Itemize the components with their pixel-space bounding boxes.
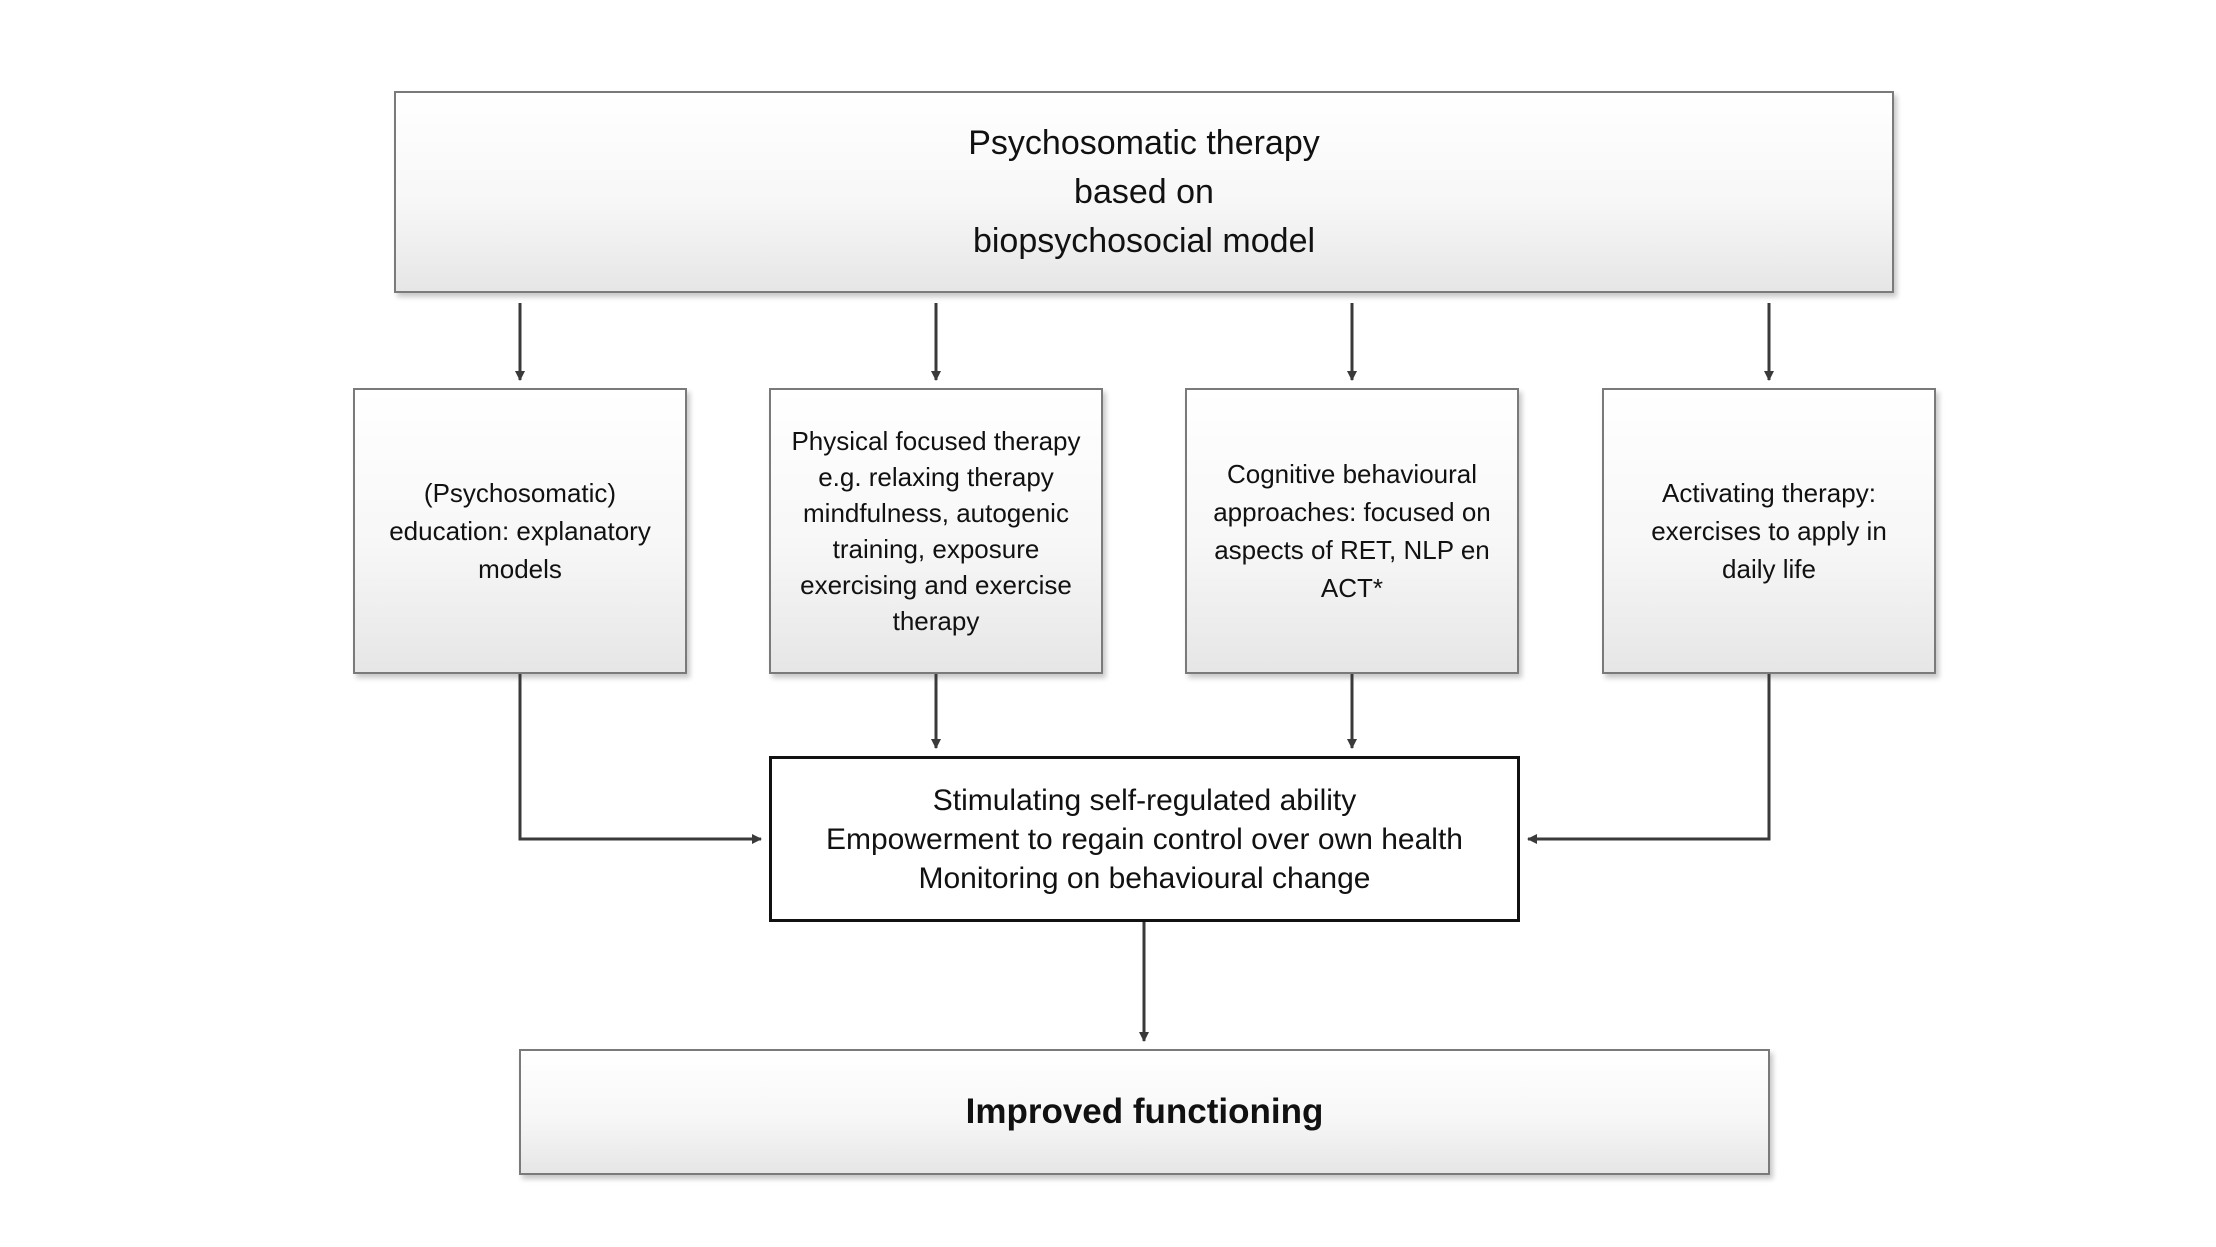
psychosomatic-therapy-text: Psychosomatic therapy based on biopsycho… xyxy=(968,123,1320,260)
physical-therapy-box: Physical focused therapy e.g. relaxing t… xyxy=(769,388,1103,674)
arrow-activating-to-middle xyxy=(1527,674,1771,844)
self-regulation-box: Stimulating self-regulated ability Empow… xyxy=(769,756,1520,922)
self-regulation-text: Stimulating self-regulated ability Empow… xyxy=(825,783,1463,895)
activating-therapy-box: Activating therapy: exercises to apply i… xyxy=(1602,388,1936,674)
education-text: (Psychosomatic) education: explanatory m… xyxy=(389,478,651,584)
psychosomatic-therapy-box: Psychosomatic therapy based on biopsycho… xyxy=(394,91,1894,293)
physical-therapy-text: Physical focused therapy e.g. relaxing t… xyxy=(791,426,1081,636)
cognitive-behavioural-text: Cognitive behavioural approaches: focuse… xyxy=(1213,459,1491,603)
arrow-education-to-middle xyxy=(518,674,762,844)
education-box: (Psychosomatic) education: explanatory m… xyxy=(353,388,687,674)
cognitive-behavioural-box: Cognitive behavioural approaches: focuse… xyxy=(1185,388,1519,674)
improved-functioning-text: Improved functioning xyxy=(965,1092,1324,1131)
improved-functioning-box: Improved functioning xyxy=(519,1049,1770,1175)
activating-therapy-text: Activating therapy: exercises to apply i… xyxy=(1651,478,1887,584)
